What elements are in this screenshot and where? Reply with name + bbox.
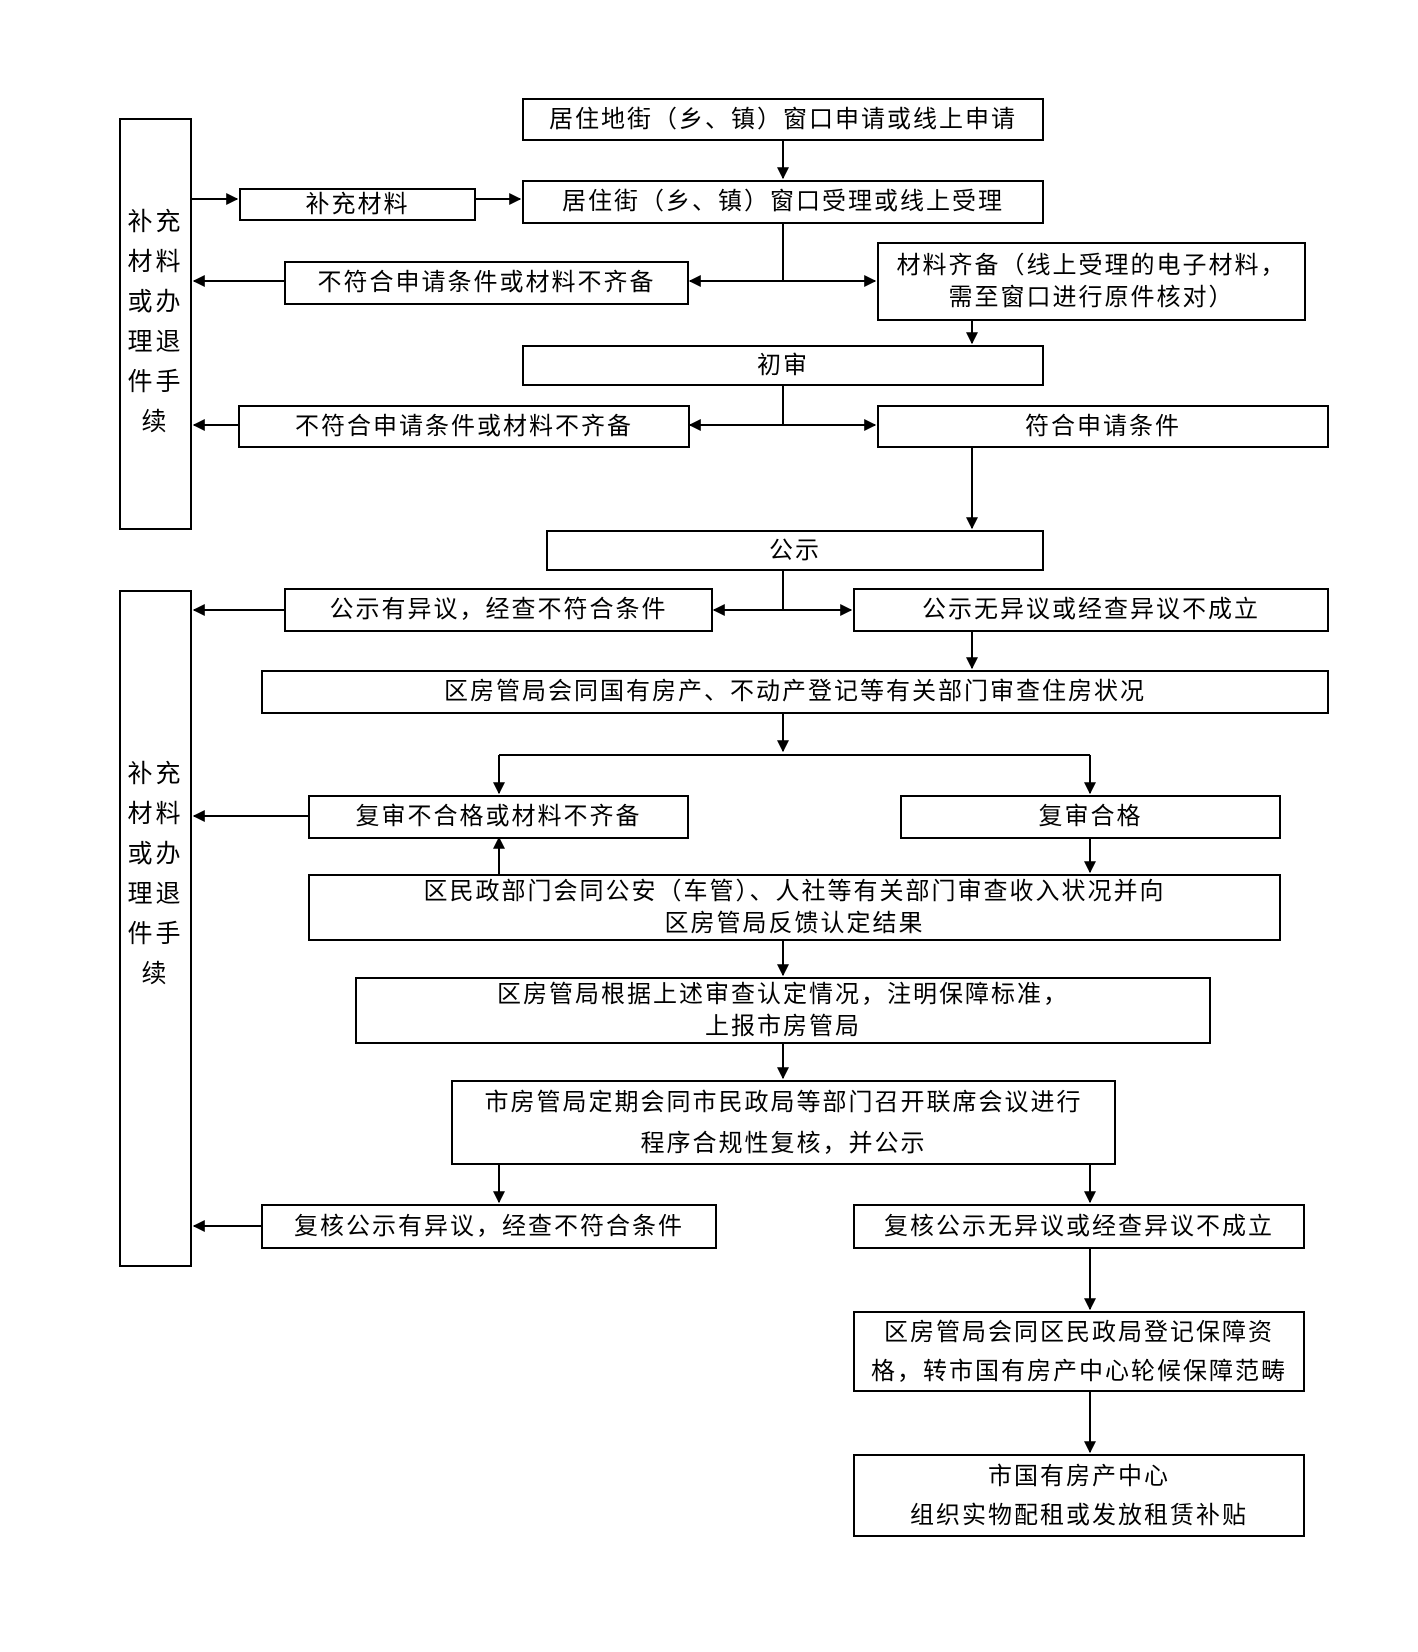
step-review-no-objection: 复核公示无异议或经查异议不成立 — [853, 1204, 1305, 1249]
step-report: 区房管局根据上述审查认定情况，注明保障标准， 上报市房管局 — [355, 977, 1211, 1044]
side-panel-top-label: 补充 材料 或办 理退 件手 续 — [127, 207, 184, 436]
side-panel-bottom-label: 补充 材料 或办 理退 件手 续 — [127, 759, 184, 988]
step-first-review: 初审 — [522, 345, 1044, 386]
step-qualified: 符合申请条件 — [877, 405, 1329, 448]
step-reject-1: 不符合申请条件或材料不齐备 — [284, 261, 689, 305]
step-accept: 居住街（乡、镇）窗口受理或线上受理 — [522, 180, 1044, 224]
step-publicity: 公示 — [546, 530, 1044, 571]
step-publicity-no-objection: 公示无异议或经查异议不成立 — [853, 588, 1329, 632]
step-review-objection: 复核公示有异议，经查不符合条件 — [261, 1204, 717, 1249]
side-panel-top: 补充 材料 或办 理退 件手 续 — [119, 118, 192, 530]
step-supplement: 补充材料 — [239, 188, 476, 221]
step-recheck-pass: 复审合格 — [900, 795, 1281, 839]
step-income-check: 区民政部门会同公安（车管）、人社等有关部门审查收入状况并向 区房管局反馈认定结果 — [308, 874, 1281, 941]
side-panel-bottom: 补充 材料 或办 理退 件手 续 — [119, 590, 192, 1267]
step-recheck-fail: 复审不合格或材料不齐备 — [308, 795, 689, 839]
step-housing-check: 区房管局会同国有房产、不动产登记等有关部门审查住房状况 — [261, 670, 1329, 714]
step-joint-meeting: 市房管局定期会同市民政局等部门召开联席会议进行 程序合规性复核，并公示 — [451, 1080, 1116, 1165]
step-allocate: 市国有房产中心 组织实物配租或发放租赁补贴 — [853, 1454, 1305, 1537]
step-register: 区房管局会同区民政局登记保障资 格，转市国有房产中心轮候保障范畴 — [853, 1311, 1305, 1392]
step-materials-complete: 材料齐备（线上受理的电子材料， 需至窗口进行原件核对） — [877, 242, 1306, 321]
step-apply: 居住地街（乡、镇）窗口申请或线上申请 — [522, 98, 1044, 141]
step-reject-2: 不符合申请条件或材料不齐备 — [238, 405, 690, 448]
step-publicity-objection: 公示有异议，经查不符合条件 — [284, 588, 713, 632]
